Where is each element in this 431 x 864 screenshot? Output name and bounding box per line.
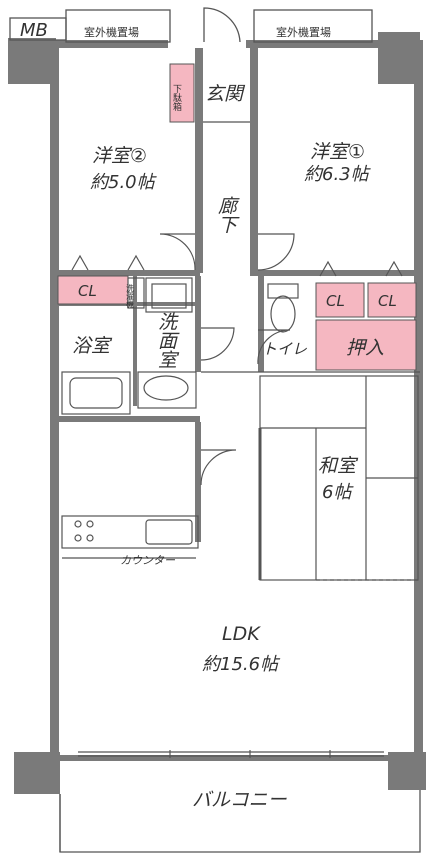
entrance-door	[203, 7, 241, 43]
corridor-label: 廊下	[215, 196, 238, 234]
interior-walls	[58, 48, 420, 542]
oshiire-label: 押入	[346, 337, 384, 359]
outdoor-areas	[9, 9, 373, 43]
ldk-area: 約15.6帖	[202, 654, 281, 675]
genkan-label: 玄関	[205, 83, 246, 105]
closet-room1-a-label: CL	[326, 292, 345, 310]
room2-area: 約5.0帖	[90, 172, 158, 193]
ldk-name: LDK	[222, 623, 261, 645]
fixtures	[61, 277, 299, 559]
room1-area: 約6.3帖	[304, 164, 372, 185]
closet-room2-label: CL	[78, 282, 97, 300]
balcony-windows	[78, 750, 384, 758]
shoe-box-area	[169, 63, 195, 123]
doors	[71, 233, 403, 486]
closet-room2	[57, 275, 129, 305]
toilet-label: トイレ	[262, 340, 307, 358]
counter-label: カウンター	[120, 554, 176, 567]
closet-room1-b	[367, 282, 417, 318]
room2-name: 洋室②	[92, 145, 147, 167]
washitsu-area: 6帖	[322, 482, 354, 503]
outdoor-unit-label-right: 室外機置場	[276, 25, 331, 39]
mb-label: MB	[20, 20, 48, 41]
balcony-label: バルコニー	[192, 789, 288, 811]
bathroom-label: 浴室	[72, 335, 113, 357]
outdoor-unit-label-left: 室外機置場	[84, 25, 139, 39]
shoe-box-label: 下駄箱	[171, 84, 182, 112]
washroom-label: 洗面室	[155, 312, 178, 369]
closet-room1-a	[315, 282, 365, 318]
room1-name: 洋室①	[310, 141, 365, 163]
washitsu-name: 和室	[318, 455, 359, 477]
balcony	[59, 790, 421, 853]
washer-label: 洗濯機	[126, 283, 135, 309]
closet-room1-b-label: CL	[378, 292, 397, 310]
pink-areas	[57, 63, 417, 371]
corridor-lines	[201, 121, 420, 373]
oshiire-area	[315, 319, 417, 371]
washitsu	[258, 375, 419, 581]
